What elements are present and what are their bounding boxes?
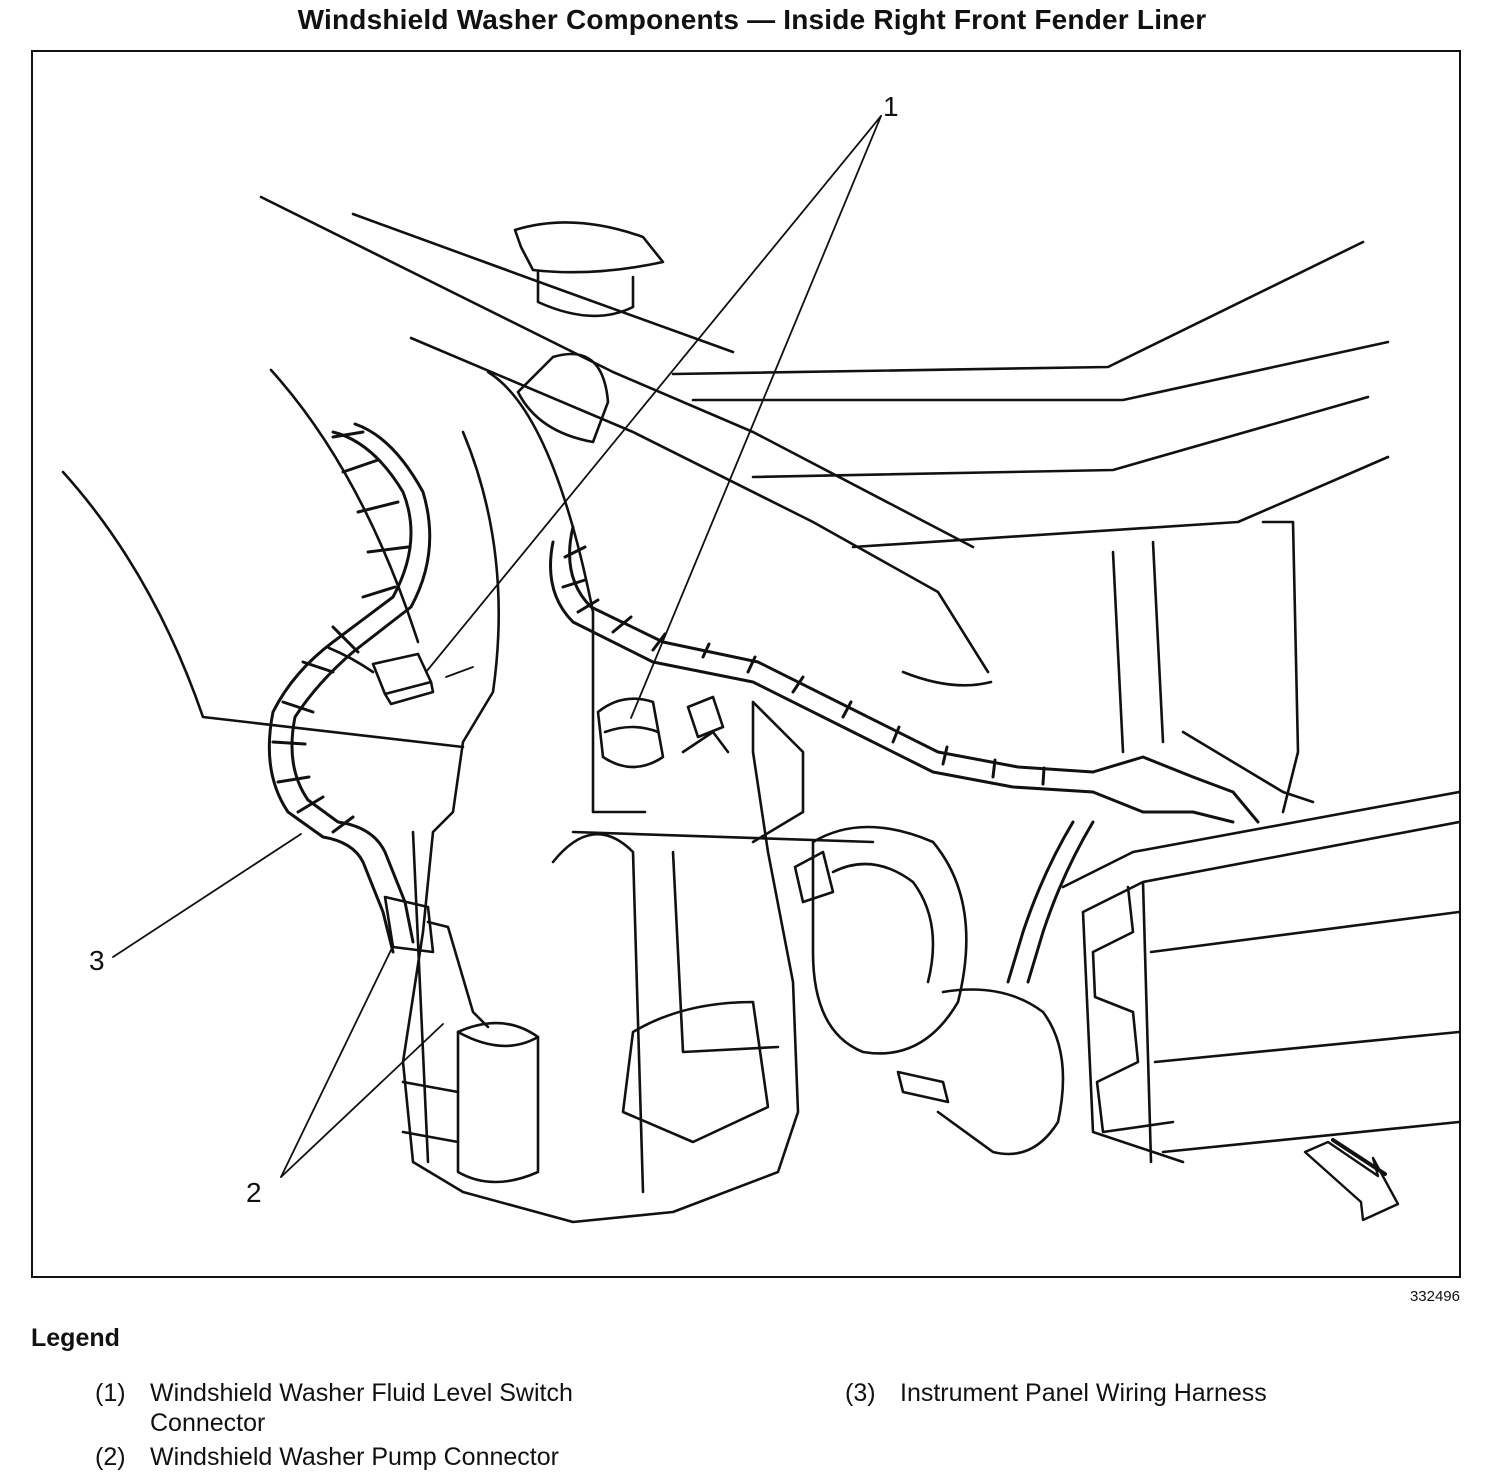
horns [793,825,1065,1156]
pump [401,1021,540,1184]
legend-item-2: (2) Windshield Washer Pump Connector [95,1442,695,1474]
line-drawing [61,115,1459,1224]
legend-item-number: (1) [95,1379,126,1407]
level-switch-and-bolt [596,695,730,769]
figure-id: 332496 [1409,1288,1460,1305]
legend-item-description: Instrument Panel Wiring Harness [900,1379,1267,1407]
legend-item-number: (3) [845,1379,876,1407]
legend-item-3: (3) Instrument Panel Wiring Harness [845,1378,1445,1410]
wiring-harness-3 [267,422,432,954]
connector-2-body [383,895,490,1029]
reservoir-cap [513,221,665,444]
legend-item-1: (1) Windshield Washer Fluid Level Switch… [95,1378,695,1440]
page-title: Windshield Washer Components — Inside Ri… [297,4,1207,35]
diagram-frame: 1 2 3 [31,50,1461,1278]
radiator-support [1061,520,1459,1164]
legend-heading: Legend [31,1324,120,1352]
engine-harness [549,525,1260,984]
forward-direction-arrow-icon [1303,1138,1400,1222]
legend-item-number: (2) [95,1443,126,1471]
hood-and-fender-lines [61,195,1390,749]
connector-1-body [327,646,435,706]
leader-lines [112,115,882,1178]
washer-reservoir [401,370,875,1224]
legend-item-description: Windshield Washer Pump Connector [150,1443,559,1471]
legend-item-description: Windshield Washer Fluid Level Switch Con… [150,1379,573,1437]
